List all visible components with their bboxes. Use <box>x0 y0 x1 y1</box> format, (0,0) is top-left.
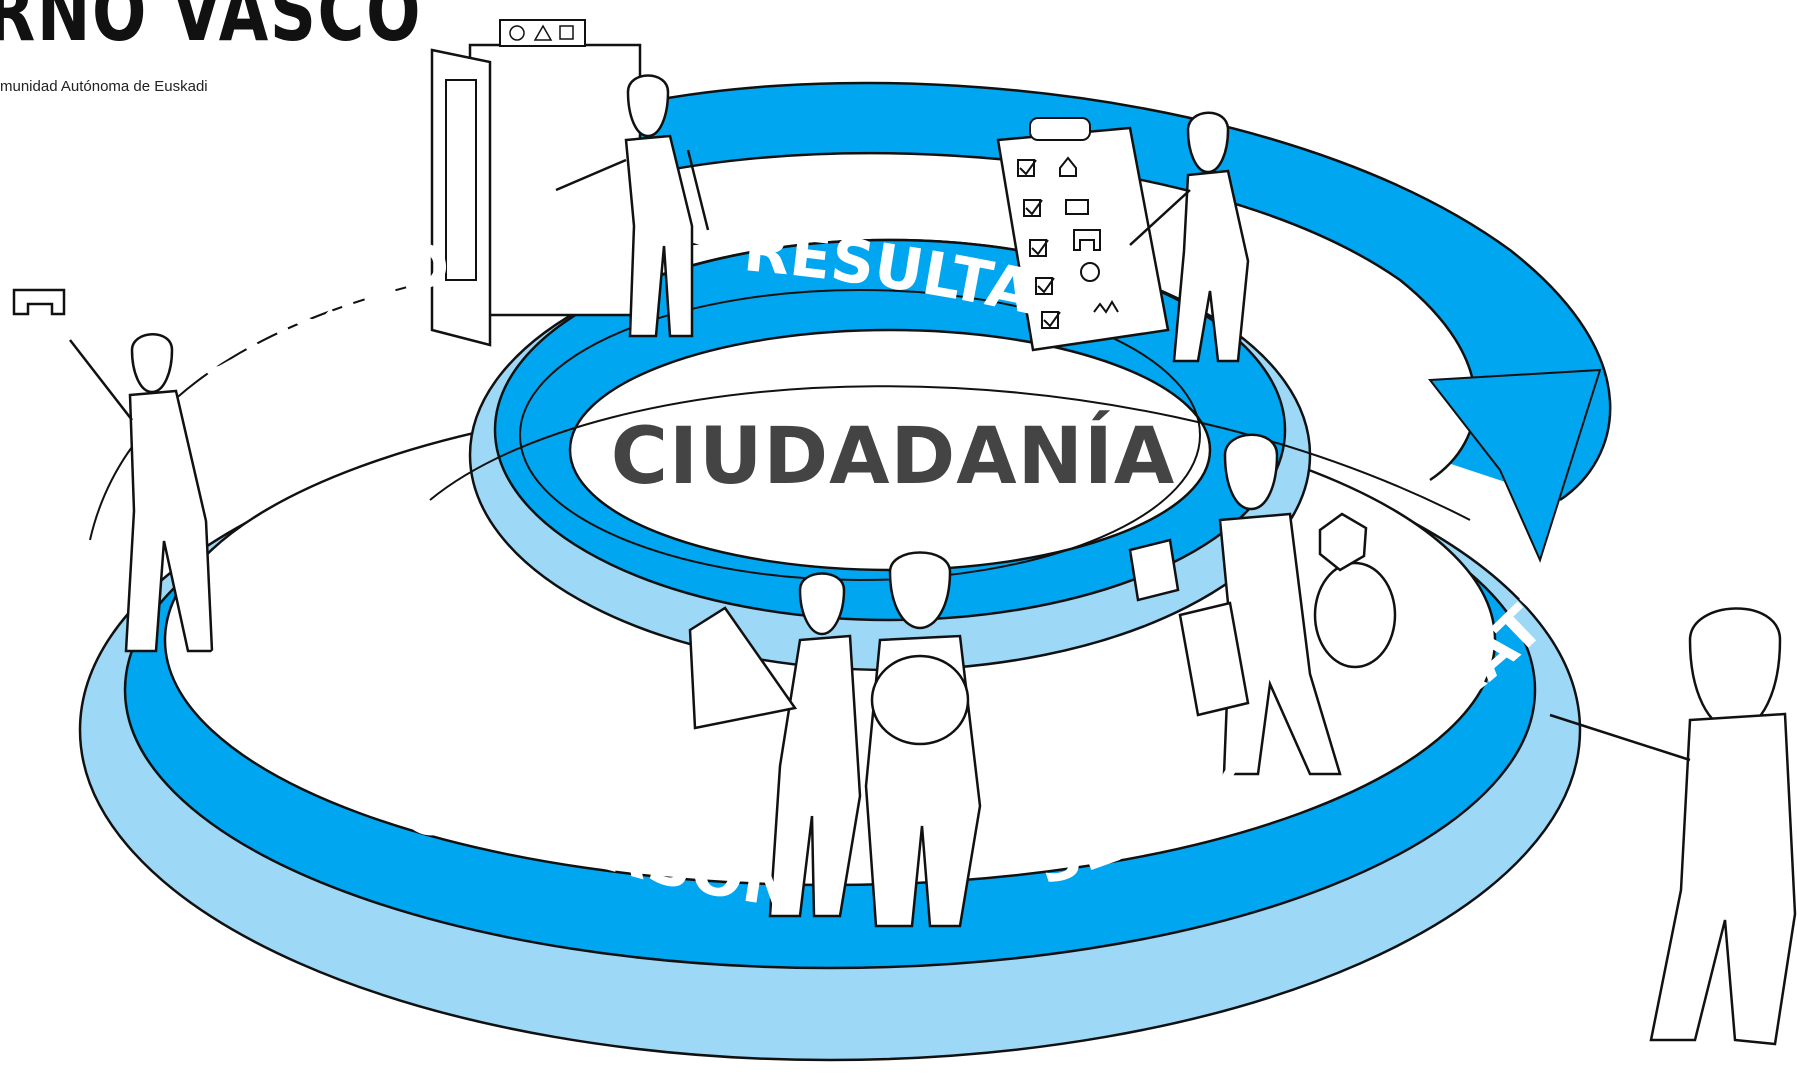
door-illustration <box>430 19 642 347</box>
header-title: RNO VASCO <box>0 0 423 59</box>
header-subtitle: munidad Autónoma de Euskadi <box>0 78 208 95</box>
person-objects <box>1128 433 1397 776</box>
person-circle <box>864 551 982 928</box>
people-illustrations <box>12 74 1797 1046</box>
ring-label-sociedad: SOCIEDAD <box>0 0 454 411</box>
person-triangle <box>688 572 862 918</box>
person-clipboard <box>1129 111 1250 363</box>
clipboard-illustration <box>996 117 1170 352</box>
center-label: CIUDADANÍA <box>611 410 1176 502</box>
person-right <box>1549 607 1797 1046</box>
person-left <box>12 288 214 653</box>
person-door <box>555 74 710 338</box>
